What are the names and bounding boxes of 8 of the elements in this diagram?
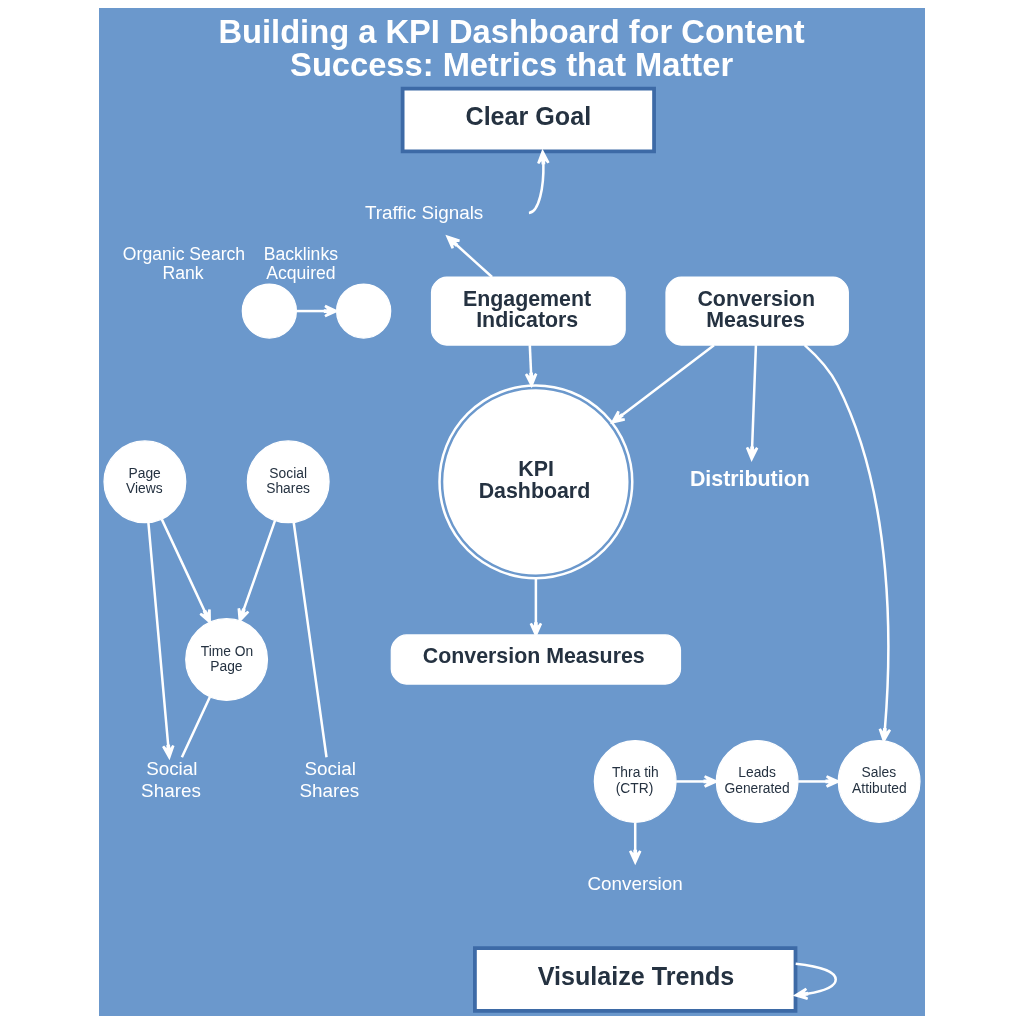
node-label: Backlinks Acquired	[263, 244, 339, 284]
node-text: Traffic Signals	[364, 201, 484, 223]
node-text: Distribution	[689, 466, 810, 491]
node-text: Social Shares	[299, 758, 360, 801]
node-label: Organic Search Rank	[122, 244, 246, 284]
node-text: Conversion	[587, 872, 683, 894]
diagram-title: Building a KPI Dashboard for Content Success: Metrics that Matter	[218, 13, 805, 83]
node-text: Social Shares	[141, 758, 201, 801]
